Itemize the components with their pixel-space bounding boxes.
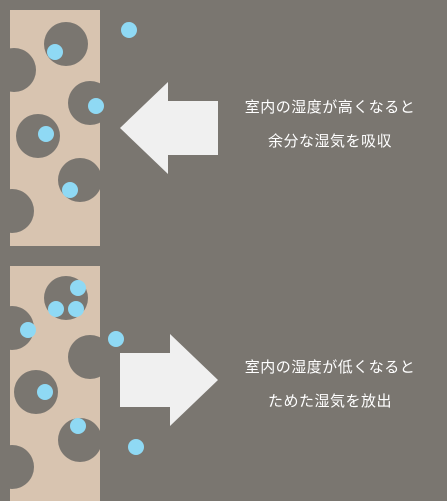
moisture-particle [20, 322, 36, 338]
moisture-particle [38, 126, 54, 142]
absorb-wall-diagram [0, 10, 218, 246]
moisture-particle [68, 301, 84, 317]
absorb-arrow-left-icon [120, 82, 218, 174]
pore [14, 370, 58, 414]
pore [0, 306, 34, 350]
release-arrow-right-icon [120, 334, 218, 426]
absorb-caption: 室内の湿度が高くなると 余分な湿気を吸収 [225, 90, 435, 158]
release-caption-line2: ためた湿気を放出 [267, 392, 392, 410]
moisture-particle [108, 331, 124, 347]
moisture-particle [48, 301, 64, 317]
moisture-particle [70, 280, 86, 296]
pore [44, 22, 88, 66]
release-caption-line1: 室内の湿度が低くなると [244, 358, 416, 376]
pore [0, 48, 36, 92]
moisture-particle [47, 44, 63, 60]
moisture-particle [37, 384, 53, 400]
absorb-caption-line1: 室内の湿度が高くなると [244, 98, 416, 116]
pore [0, 189, 34, 233]
pore [68, 335, 112, 379]
moisture-particle [121, 22, 137, 38]
pore [16, 114, 60, 158]
release-wall-diagram [0, 266, 218, 501]
moisture-particle [128, 439, 144, 455]
absorb-panel: 室内の湿度が高くなると 余分な湿気を吸収 [0, 0, 447, 250]
pore [0, 445, 34, 489]
release-caption: 室内の湿度が低くなると ためた湿気を放出 [225, 350, 435, 418]
release-panel: 室内の湿度が低くなると ためた湿気を放出 [0, 262, 447, 501]
moisture-particle [62, 182, 78, 198]
pore [58, 418, 102, 462]
moisture-particle [88, 98, 104, 114]
moisture-particle [70, 418, 86, 434]
absorb-caption-line2: 余分な湿気を吸収 [267, 132, 392, 150]
